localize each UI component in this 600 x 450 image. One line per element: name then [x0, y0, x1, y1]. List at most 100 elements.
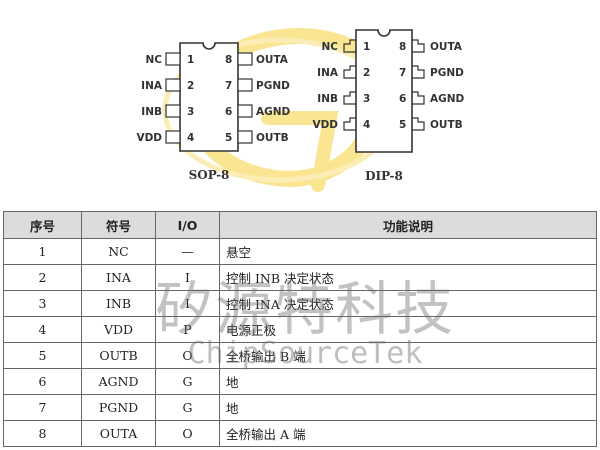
- cell-io: O: [155, 420, 220, 447]
- pin-number: 5: [399, 119, 406, 131]
- header-symbol: 符号: [81, 211, 156, 239]
- pin-lead: [165, 78, 181, 92]
- cell-function: 全桥输出 A 端: [219, 420, 597, 447]
- pin-number: 2: [363, 67, 370, 79]
- pin-number: 4: [363, 119, 370, 131]
- table-header-row: 序号 符号 I/O 功能说明: [3, 211, 597, 239]
- cell-function: 电源正极: [219, 316, 597, 343]
- cell-number: 7: [3, 394, 82, 421]
- pin-name: INB: [317, 93, 338, 105]
- cell-number: 1: [3, 238, 82, 265]
- pin-lead: [165, 130, 181, 144]
- cell-function: 悬空: [219, 238, 597, 265]
- cell-symbol: INA: [81, 264, 156, 291]
- pin-name: NC: [146, 54, 163, 66]
- header-io: I/O: [155, 211, 220, 239]
- pin-number: 8: [225, 54, 232, 66]
- pin-lead: [343, 91, 356, 105]
- cell-symbol: OUTB: [81, 342, 156, 369]
- pin-name: OUTA: [430, 41, 463, 53]
- pin-name: INA: [141, 80, 163, 92]
- pin-number: 4: [187, 132, 194, 144]
- pin-lead: [165, 52, 181, 66]
- pin-lead: [237, 78, 253, 92]
- cell-function: 控制 INB 决定状态: [219, 264, 597, 291]
- pin-number: 6: [399, 93, 406, 105]
- pin-name: AGND: [256, 106, 291, 118]
- pin-name: OUTA: [256, 54, 289, 66]
- cell-function: 控制 INA 决定状态: [219, 290, 597, 317]
- cell-io: O: [155, 342, 220, 369]
- pin-lead: [237, 52, 253, 66]
- pin-name: PGND: [430, 67, 464, 79]
- pin-number: 5: [225, 132, 232, 144]
- pin-name: OUTB: [256, 132, 289, 144]
- pin-lead: [343, 65, 356, 79]
- pin-number: 1: [187, 54, 194, 66]
- pin-number: 1: [363, 41, 370, 53]
- pin-name: PGND: [256, 80, 290, 92]
- cell-io: G: [155, 368, 220, 395]
- cell-number: 8: [3, 420, 82, 447]
- cell-symbol: INB: [81, 290, 156, 317]
- pin-lead: [343, 117, 356, 131]
- pin-lead: [412, 117, 425, 131]
- pin-number: 3: [187, 106, 194, 118]
- cell-number: 3: [3, 290, 82, 317]
- package-label: SOP-8: [189, 168, 230, 182]
- header-number: 序号: [3, 211, 82, 239]
- pin-number: 7: [399, 67, 406, 79]
- cell-symbol: NC: [81, 238, 156, 265]
- pin-lead: [343, 39, 356, 53]
- cell-function: 全桥输出 B 端: [219, 342, 597, 369]
- cell-symbol: VDD: [81, 316, 156, 343]
- package-body: [355, 29, 413, 153]
- cell-number: 5: [3, 342, 82, 369]
- pin-number: 2: [187, 80, 194, 92]
- package-label: DIP-8: [365, 169, 403, 183]
- pin-number: 6: [225, 106, 232, 118]
- header-function: 功能说明: [219, 211, 597, 239]
- pin-lead: [237, 130, 253, 144]
- pin-name: VDD: [136, 132, 162, 144]
- sop8-package: 1 NC 2 INA 3 INB 4 VDD 8 OUTA 7 PGND 6 AGND 5 OUTB SOP-8: [136, 42, 291, 182]
- cell-io: G: [155, 394, 220, 421]
- pin-name: VDD: [312, 119, 338, 131]
- cell-number: 2: [3, 264, 82, 291]
- pin-lead: [165, 104, 181, 118]
- pin-number: 8: [399, 41, 406, 53]
- cell-io: P: [155, 316, 220, 343]
- pin-name: NC: [322, 41, 339, 53]
- dip8-package: 1 NC 2 INA 3 INB 4 VDD 8 OUTA 7 PGND 6 AGND 5 OUTB DIP-8: [312, 29, 465, 183]
- cell-symbol: AGND: [81, 368, 156, 395]
- cell-function: 地: [219, 394, 597, 421]
- cell-symbol: OUTA: [81, 420, 156, 447]
- cell-io: I: [155, 290, 220, 317]
- pin-name: INB: [141, 106, 162, 118]
- cell-function: 地: [219, 368, 597, 395]
- cell-number: 6: [3, 368, 82, 395]
- cell-symbol: PGND: [81, 394, 156, 421]
- pin-name: INA: [317, 67, 339, 79]
- cell-number: 4: [3, 316, 82, 343]
- pin-lead: [412, 91, 425, 105]
- pin-name: OUTB: [430, 119, 463, 131]
- pin-lead: [412, 65, 425, 79]
- cell-io: —: [155, 238, 220, 265]
- cell-io: I: [155, 264, 220, 291]
- pin-lead: [237, 104, 253, 118]
- pin-number: 7: [225, 80, 232, 92]
- pin-lead: [412, 39, 425, 53]
- pin-number: 3: [363, 93, 370, 105]
- pin-name: AGND: [430, 93, 465, 105]
